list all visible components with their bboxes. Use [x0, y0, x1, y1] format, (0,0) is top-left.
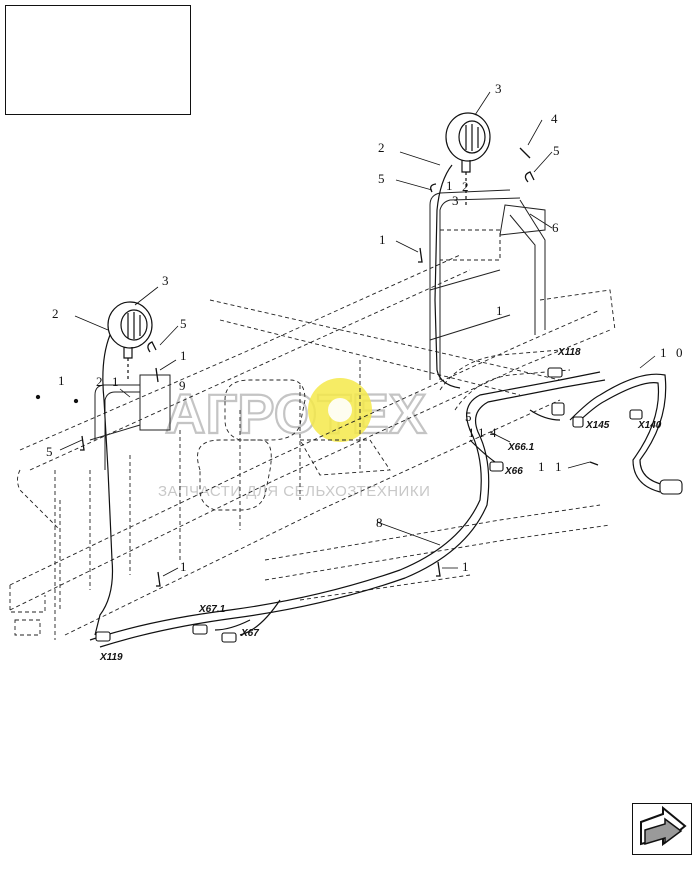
callout-label: 5 — [46, 444, 53, 459]
connector-label: X145 — [585, 420, 610, 431]
callout-label: 1 — [180, 559, 187, 574]
pin-icon — [155, 367, 159, 383]
callout-label: 1 — [379, 232, 386, 247]
callout-label: 4 — [490, 425, 497, 440]
connector-x145-icon — [572, 416, 584, 428]
callout-label: 4 — [551, 111, 558, 126]
watermark-logo: АГРОТЕХ — [165, 382, 426, 445]
callout-label: 1 — [478, 425, 485, 440]
pin-icon — [519, 147, 531, 159]
connector-x118-icon — [547, 367, 563, 378]
wiring-harness — [89, 164, 667, 648]
callout-label: 2 — [52, 306, 59, 321]
callout-label: 3 — [162, 273, 169, 288]
callout-label: 2 — [96, 374, 103, 389]
connector-labels: X118 X145 X140 X66.1 X66 X67.1 X67 X119 — [99, 347, 662, 663]
callout-label: 5 — [553, 143, 560, 158]
connector-x66-icon — [489, 461, 504, 472]
callout-label: 2 — [378, 140, 385, 155]
connector-x140-icon — [629, 409, 643, 420]
callout-label: 1 — [58, 373, 65, 388]
callout-label: 8 — [376, 515, 383, 530]
clip-icon — [147, 341, 157, 353]
next-page-arrow-icon — [640, 805, 687, 847]
connector-x119-icon — [95, 631, 111, 642]
connector-label: X66 — [504, 466, 523, 477]
connector-label: X119 — [99, 652, 123, 663]
plug-socket-icon — [659, 479, 683, 495]
callout-label: 1 — [660, 345, 667, 360]
callout-label: 3 — [495, 81, 502, 96]
callout-label: 1 — [538, 459, 545, 474]
watermark-tagline: ЗАПЧАСТИ ДЛЯ СЕЛЬХОЗТЕХНИКИ — [158, 483, 430, 500]
lamp-housing-icon — [445, 112, 491, 162]
watermark: АГРОТЕХ ЗАПЧАСТИ ДЛЯ СЕЛЬХОЗТЕХНИКИ — [158, 378, 430, 500]
callout-label: 1 — [462, 559, 469, 574]
callout-numbers: 3 2 5 1 2 3 4 5 6 1 1 3 2 5 1 1 2 1 9 5 … — [46, 81, 683, 574]
connectors — [95, 367, 683, 643]
work-light-right — [445, 112, 491, 205]
callout-label: 2 — [462, 179, 469, 194]
chassis-frame — [9, 254, 616, 640]
callout-label: 5 — [180, 316, 187, 331]
callout-label: 1 — [180, 348, 187, 363]
fasteners — [35, 147, 599, 587]
connector-x67-icon — [221, 632, 237, 643]
clip-icon — [430, 183, 437, 193]
title-block — [5, 5, 191, 115]
clip-icon — [418, 247, 423, 263]
leader-lines — [59, 91, 656, 577]
callout-label: 1 — [555, 459, 562, 474]
connector-label: X67.1 — [198, 604, 226, 615]
callout-label: 5 — [378, 171, 385, 186]
callout-label: 6 — [552, 220, 559, 235]
connector-label: X66.1 — [507, 442, 535, 453]
clip-icon — [156, 571, 161, 587]
callout-label: 1 — [496, 303, 503, 318]
callout-label: 9 — [179, 378, 186, 393]
callout-label: 5 — [465, 409, 472, 424]
light-mount-frames — [89, 189, 546, 470]
connector-x67-1-icon — [192, 624, 208, 635]
clip-icon — [80, 435, 85, 451]
lamp-housing-icon — [107, 301, 153, 349]
next-page-button[interactable] — [632, 803, 692, 855]
callout-label: 0 — [676, 345, 683, 360]
work-light-left — [107, 301, 153, 380]
connector-label: X140 — [637, 420, 662, 431]
clip-icon — [436, 561, 441, 577]
clip-icon — [524, 171, 535, 183]
connector-label: X67 — [240, 628, 259, 639]
callout-label: 1 — [468, 425, 475, 440]
callout-label: 1 — [446, 178, 453, 193]
callout-label: 1 — [112, 374, 119, 389]
connector-label: X118 — [557, 347, 581, 358]
callout-label: 3 — [452, 193, 459, 208]
